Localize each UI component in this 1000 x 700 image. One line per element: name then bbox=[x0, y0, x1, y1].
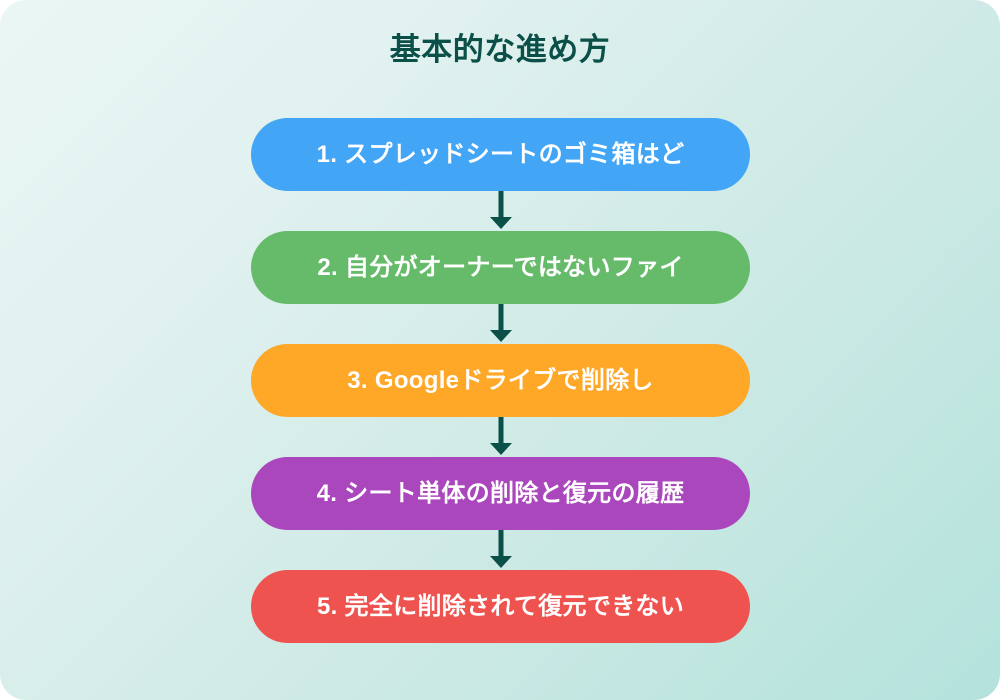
flow-node-step-2[interactable]: 2. 自分がオーナーではないファイ bbox=[251, 231, 750, 304]
flow-connector-3-to-4 bbox=[251, 417, 750, 457]
flow-node-1-label: 1. スプレッドシートのゴミ箱はど bbox=[316, 140, 685, 168]
flow-node-step-1[interactable]: 1. スプレッドシートのゴミ箱はど bbox=[251, 118, 750, 191]
arrow-down-icon bbox=[489, 191, 512, 229]
flow-node-1-wrapper: 1. スプレッドシートのゴミ箱はど bbox=[251, 118, 750, 191]
flow-node-step-4[interactable]: 4. シート単体の削除と復元の履歴 bbox=[251, 457, 750, 530]
flow-node-4-label: 4. シート単体の削除と復元の履歴 bbox=[316, 479, 685, 507]
flow-node-5-wrapper: 5. 完全に削除されて復元できない bbox=[251, 570, 750, 643]
flow-node-4-wrapper: 4. シート単体の削除と復元の履歴 bbox=[251, 457, 750, 530]
flow-connector-1-to-2 bbox=[251, 191, 750, 231]
flow-node-3-wrapper: 3. Googleドライブで削除し bbox=[251, 344, 750, 417]
page-title: 基本的な進め方 bbox=[389, 32, 611, 67]
flowchart: 1. スプレッドシートのゴミ箱はど 2. 自分がオーナーではないファイ 3. bbox=[251, 118, 750, 643]
flow-node-2-label: 2. 自分がオーナーではないファイ bbox=[317, 253, 684, 281]
flow-node-2-wrapper: 2. 自分がオーナーではないファイ bbox=[251, 231, 750, 304]
flow-connector-2-to-3 bbox=[251, 304, 750, 344]
flow-node-step-3[interactable]: 3. Googleドライブで削除し bbox=[251, 344, 750, 417]
flow-node-5-label: 5. 完全に削除されて復元できない bbox=[316, 592, 685, 620]
arrow-down-icon bbox=[489, 304, 512, 342]
flow-connector-4-to-5 bbox=[251, 530, 750, 570]
flow-node-step-5[interactable]: 5. 完全に削除されて復元できない bbox=[251, 570, 750, 643]
arrow-down-icon bbox=[489, 417, 512, 455]
arrow-down-icon bbox=[489, 530, 512, 568]
flow-node-3-label: 3. Googleドライブで削除し bbox=[347, 366, 654, 394]
